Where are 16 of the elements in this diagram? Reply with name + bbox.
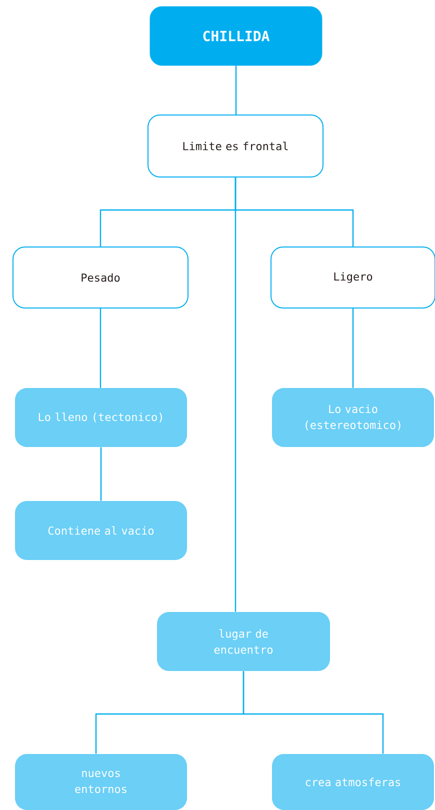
concept-box: crea atmosferas — [272, 754, 434, 810]
connector-line — [100, 308, 102, 388]
connector-line — [234, 178, 236, 612]
concept-box: Pesado — [12, 246, 188, 308]
concept-box: Limite es frontal — [148, 114, 324, 178]
connector-line — [100, 447, 102, 501]
title-box: CHILLIDA — [150, 6, 322, 66]
concept-box: Ligero — [270, 246, 435, 308]
concept-box: Lo vacio (estereotomico) — [272, 388, 434, 447]
concept-box: Lo lleno (tectonico) — [15, 388, 187, 447]
concept-box: nuevos entornos — [15, 754, 187, 810]
connector-line — [242, 671, 384, 754]
concept-box: Contiene al vacio — [15, 501, 187, 560]
connector-line — [235, 66, 237, 114]
concept-box: lugar de encuentro — [157, 612, 330, 671]
connector-line — [352, 308, 354, 388]
